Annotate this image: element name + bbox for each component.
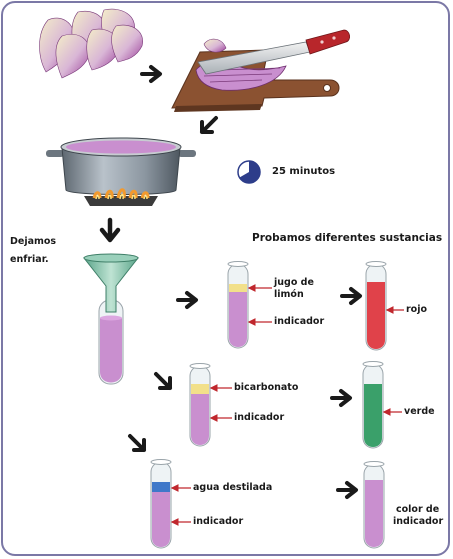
tube-indicator bbox=[363, 461, 385, 549]
cool-label-1: Dejamos bbox=[10, 236, 57, 247]
indicator-label-1: indicador bbox=[274, 316, 325, 327]
heading: Probamos diferentes sustancias bbox=[252, 232, 443, 244]
tube-bicarbonate bbox=[189, 363, 211, 447]
lemon-label-1: jugo de bbox=[274, 277, 314, 288]
time-label: 25 minutos bbox=[272, 166, 336, 177]
lemon-label-2: limón bbox=[274, 289, 304, 300]
arrow-result3 bbox=[336, 481, 358, 499]
arrow-2 bbox=[200, 116, 218, 134]
indicator-label-2: indicador bbox=[234, 412, 285, 423]
petals bbox=[39, 8, 143, 79]
cutting-board bbox=[171, 29, 350, 112]
tube-lemon bbox=[227, 261, 249, 349]
tube-water bbox=[150, 459, 172, 549]
indicator-color-label-2: indicador bbox=[393, 516, 444, 527]
indicator-label-3: indicador bbox=[193, 516, 244, 527]
arrow-3 bbox=[99, 217, 121, 243]
arrow-row3 bbox=[128, 434, 146, 452]
pot bbox=[46, 137, 196, 206]
bicarbonate-label: bicarbonato bbox=[234, 382, 299, 393]
arrow-1 bbox=[140, 65, 162, 83]
red-label: rojo bbox=[406, 304, 427, 315]
clock-icon bbox=[237, 160, 261, 184]
arrow-result1 bbox=[340, 287, 362, 305]
water-label: agua destilada bbox=[193, 482, 273, 493]
green-label: verde bbox=[404, 406, 435, 417]
funnel-tube bbox=[82, 253, 140, 385]
tube-red bbox=[365, 261, 387, 351]
indicator-color-label-1: color de bbox=[396, 504, 440, 515]
cool-label-2: enfriar. bbox=[10, 254, 49, 265]
arrow-result2 bbox=[330, 389, 352, 407]
arrow-row2 bbox=[154, 372, 172, 390]
tube-green bbox=[362, 361, 384, 449]
arrow-row1 bbox=[176, 291, 198, 309]
